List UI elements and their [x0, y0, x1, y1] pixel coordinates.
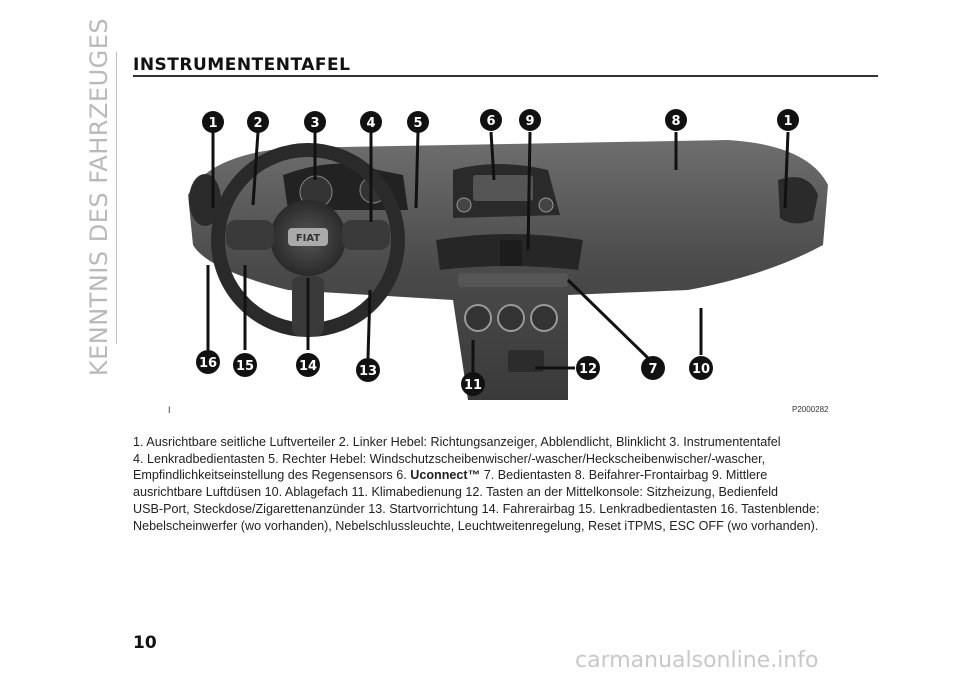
svg-text:6: 6 — [486, 114, 495, 129]
svg-text:15: 15 — [236, 359, 254, 374]
svg-text:1: 1 — [783, 114, 792, 129]
callout-badge: 4 — [360, 111, 382, 133]
heading-rule — [133, 75, 878, 77]
svg-text:8: 8 — [671, 114, 680, 129]
dashboard-figure: FIAT — [168, 100, 868, 400]
callout-badge: 10 — [689, 356, 713, 380]
callout-badge: 14 — [296, 353, 320, 377]
svg-text:7: 7 — [648, 362, 657, 377]
svg-text:13: 13 — [359, 364, 377, 379]
svg-text:5: 5 — [413, 116, 422, 131]
svg-text:9: 9 — [525, 114, 534, 129]
steering-logo: FIAT — [296, 233, 321, 244]
uconnect-label: Uconnect™ — [410, 468, 481, 483]
side-divider — [116, 52, 117, 344]
caption-line: USB-Port, Steckdose/Zigarettenanzünder 1… — [133, 501, 820, 516]
svg-text:2: 2 — [253, 116, 262, 131]
callout-badge: 15 — [233, 353, 257, 377]
climate-knob-center — [497, 304, 525, 332]
dashboard-illustration: FIAT — [188, 109, 828, 400]
svg-text:16: 16 — [199, 356, 217, 371]
right-air-vent — [778, 177, 818, 224]
caption-line: Empfindlichkeitseinstellung des Regensen… — [133, 468, 768, 483]
callout-badge: 2 — [247, 111, 269, 133]
svg-text:4: 4 — [366, 116, 375, 131]
callout-badge: 8 — [665, 109, 687, 131]
center-button-row — [458, 273, 568, 287]
callout-badge: 3 — [304, 111, 326, 133]
svg-text:3: 3 — [310, 116, 319, 131]
climate-knob-right — [530, 304, 558, 332]
callout-badge: 11 — [461, 372, 485, 396]
infotainment-screen — [473, 175, 533, 201]
figure-left-label: I — [168, 405, 171, 415]
svg-text:11: 11 — [464, 378, 482, 393]
figure-caption: 1. Ausrichtbare seitliche Luftverteiler … — [133, 434, 881, 534]
callout-badge: 1 — [777, 109, 799, 131]
section-side-title: KENNTNIS DES FAHRZEUGES — [85, 17, 113, 377]
callout-badge: 12 — [576, 356, 600, 380]
caption-line: 1. Ausrichtbare seitliche Luftverteiler … — [133, 435, 781, 449]
page-number: 10 — [133, 633, 157, 653]
svg-text:10: 10 — [692, 362, 710, 377]
svg-text:12: 12 — [579, 362, 597, 377]
page-heading: INSTRUMENTENTAFEL — [133, 55, 351, 75]
svg-text:14: 14 — [299, 359, 317, 374]
caption-line: ausrichtbare Luftdüsen 10. Ablagefach 11… — [133, 485, 779, 500]
callout-badge: 9 — [519, 109, 541, 131]
callout-badge: 6 — [480, 109, 502, 131]
climate-knob-left — [464, 304, 492, 332]
watermark: carmanualsonline.info — [575, 648, 819, 673]
callout-badge: 13 — [356, 358, 380, 382]
callout-badge: 5 — [407, 111, 429, 133]
callout-badge: 16 — [196, 350, 220, 374]
callout-badge: 1 — [202, 111, 224, 133]
svg-text:1: 1 — [208, 116, 217, 131]
caption-line: Nebelscheinwerfer (wo vorhanden), Nebels… — [133, 518, 819, 533]
caption-line: 4. Lenkradbedientasten 5. Rechter Hebel:… — [133, 451, 766, 466]
callout-badge: 7 — [641, 356, 665, 380]
figure-code: P2000282 — [792, 405, 829, 414]
